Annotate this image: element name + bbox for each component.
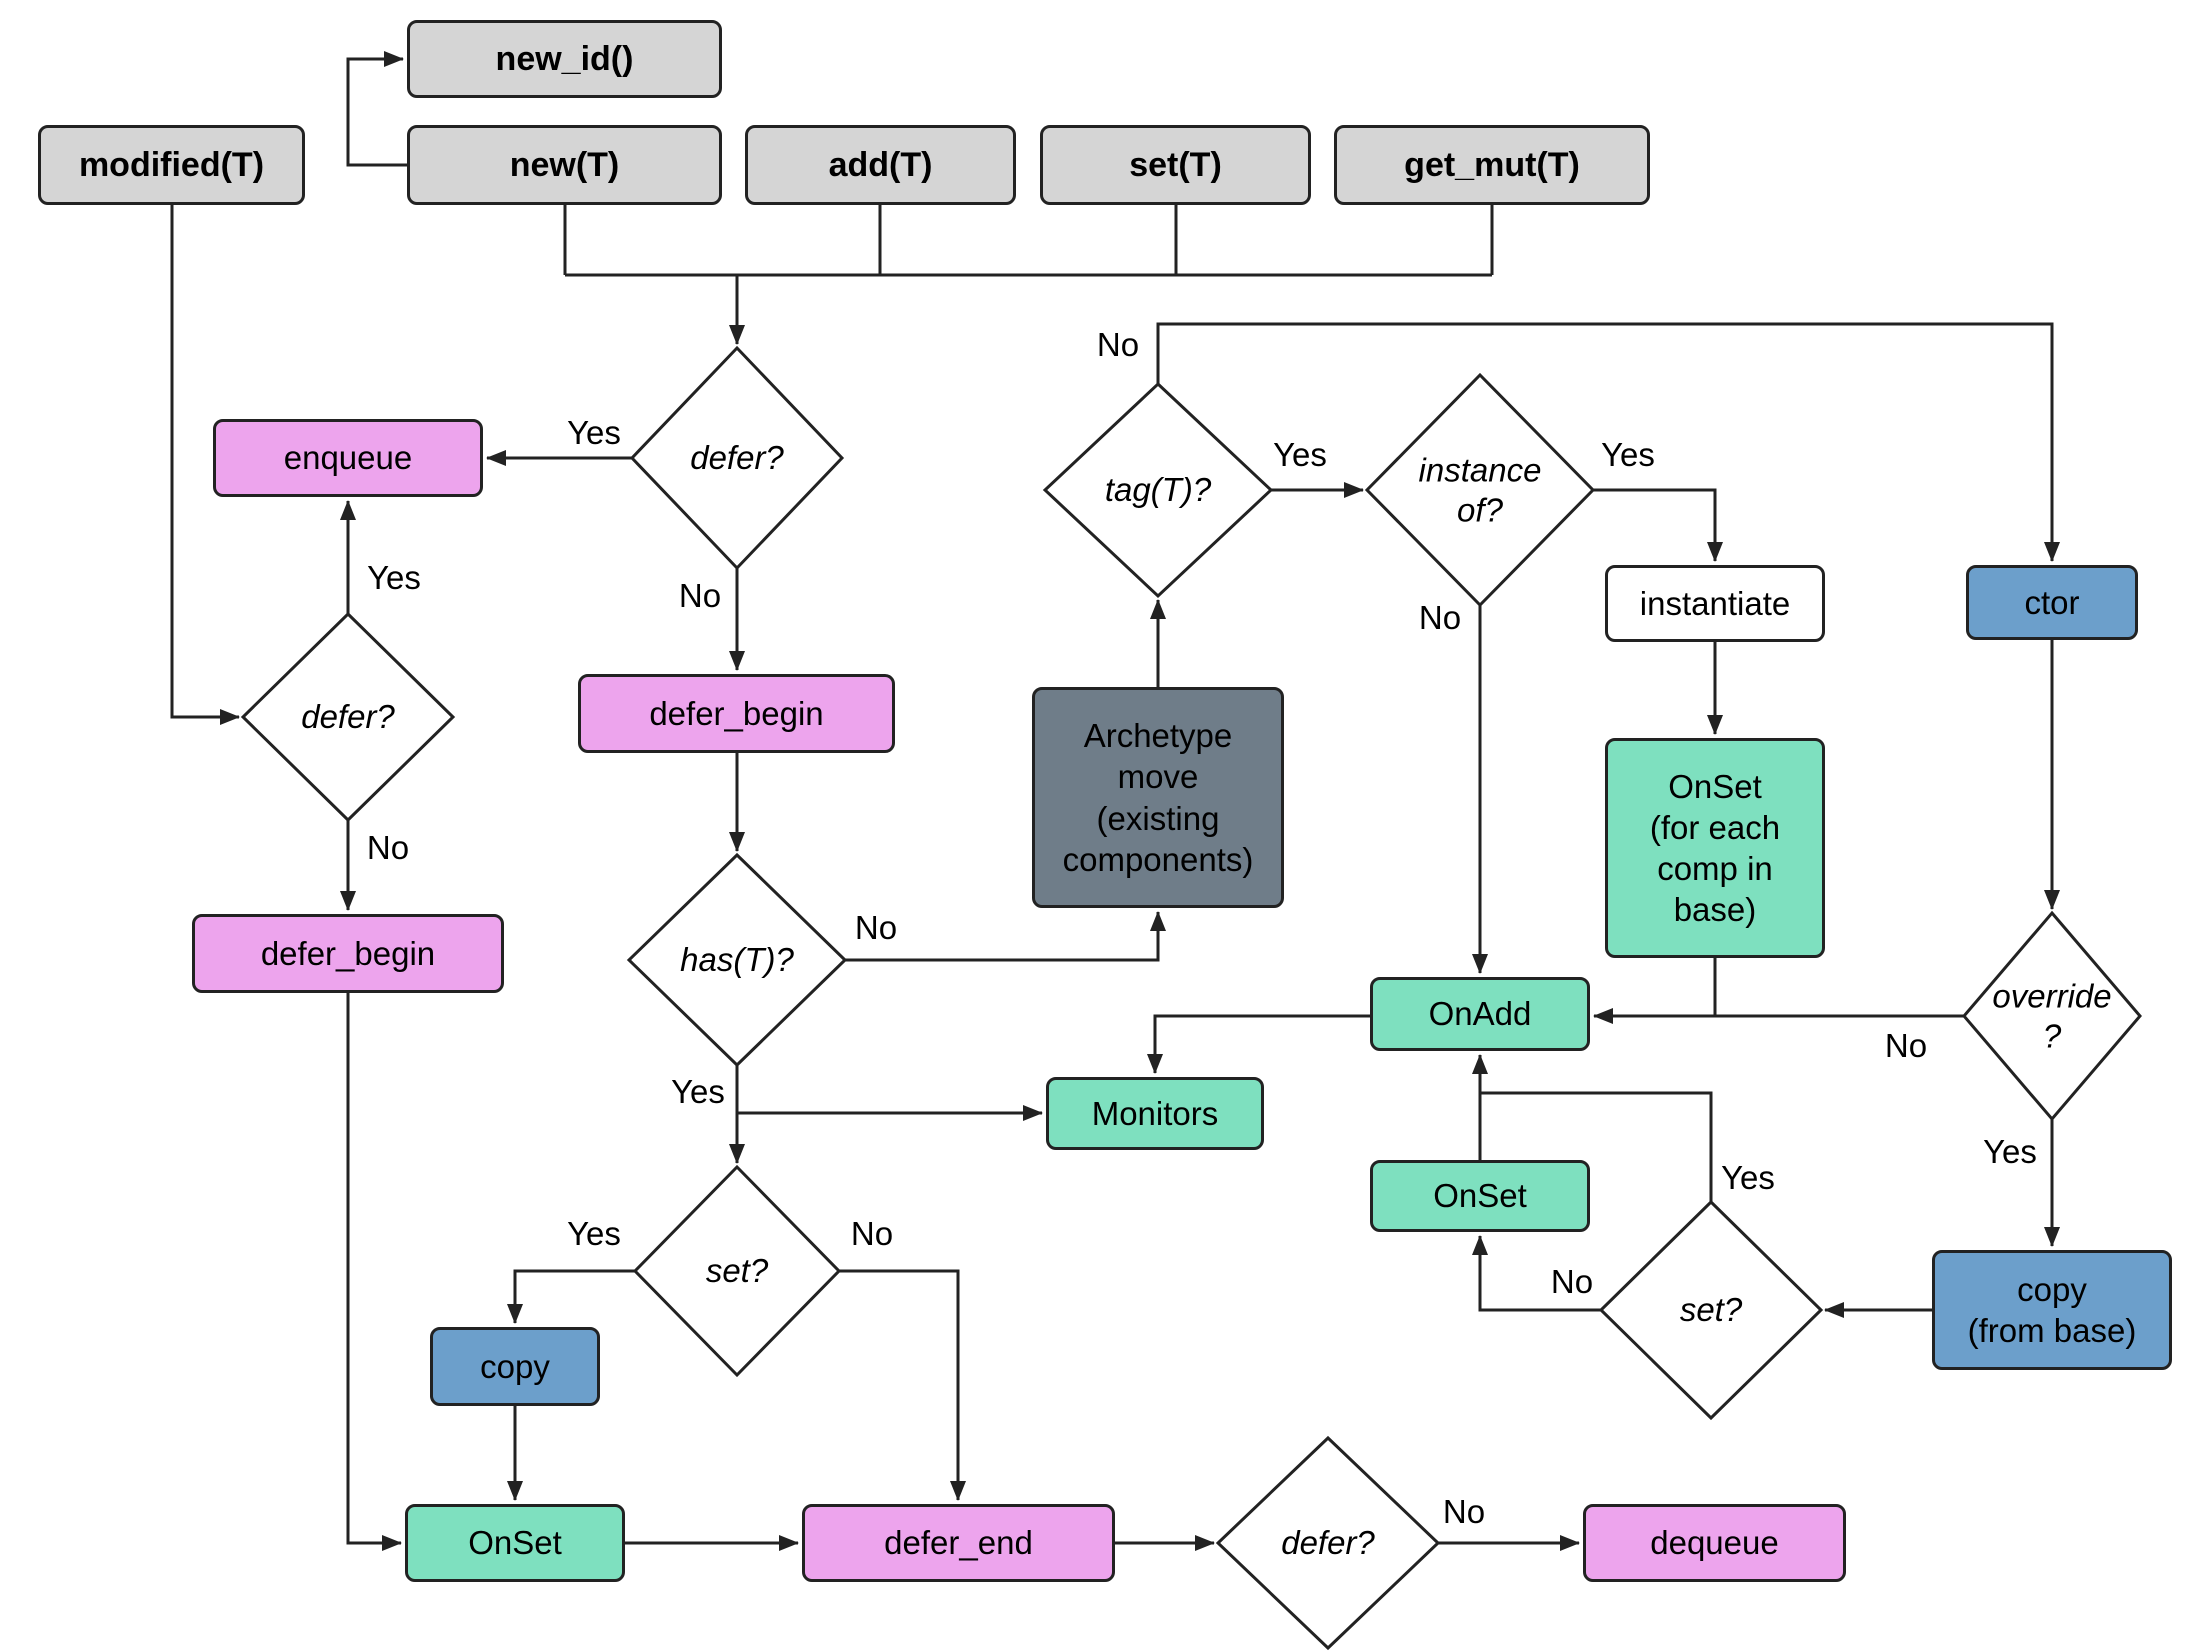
decision-override-label: override ? (1992, 977, 2112, 1054)
node-onset-for-each: OnSet (for each comp in base) (1605, 738, 1825, 958)
decision-override-shape (1962, 910, 2142, 1122)
node-archetype-move: Archetype move (existing components) (1032, 687, 1284, 908)
node-onadd: OnAdd (1370, 977, 1590, 1051)
decision-defer-top-shape (629, 345, 845, 571)
node-dequeue: dequeue (1583, 1504, 1846, 1582)
edge-label-instance-no: No (1418, 599, 1462, 636)
edge-label-set-bottom-no: No (850, 1215, 894, 1252)
decision-has-label: has(T)? (680, 941, 794, 979)
node-set: set(T) (1040, 125, 1311, 205)
decision-defer-bottom-label: defer? (1281, 1524, 1375, 1562)
node-copy-from-base: copy (from base) (1932, 1250, 2172, 1370)
decision-set-bottom-shape (632, 1164, 842, 1378)
decision-set-right-label: set? (1679, 1291, 1743, 1329)
edge-lines (170, 51, 2060, 1551)
edge-label-has-yes: Yes (671, 1073, 725, 1110)
node-instantiate: instantiate (1605, 565, 1825, 642)
node-enqueue: enqueue (213, 419, 483, 497)
node-add: add(T) (745, 125, 1016, 205)
edge-label-defer-top-yes: Yes (567, 414, 621, 451)
decision-tag-label: tag(T)? (1104, 471, 1212, 509)
node-onset-right: OnSet (1370, 1160, 1590, 1232)
decision-defer-top-label: defer? (690, 439, 784, 477)
edge-label-set-bottom-yes: Yes (567, 1215, 621, 1252)
edge-label-defer-bottom-no: No (1442, 1493, 1486, 1530)
node-defer-end: defer_end (802, 1504, 1115, 1582)
decision-shapes (240, 345, 2142, 1651)
decision-instance-of-label: instance of? (1418, 451, 1542, 528)
decision-defer-left-shape (240, 611, 456, 823)
decision-has-shape (626, 852, 848, 1068)
node-get-mut: get_mut(T) (1334, 125, 1650, 205)
edge-label-override-yes: Yes (1983, 1133, 2037, 1170)
node-monitors: Monitors (1046, 1077, 1264, 1150)
edge-label-defer-top-no: No (678, 577, 722, 614)
decision-set-right-shape (1598, 1199, 1824, 1421)
edge-label-tag-no: No (1096, 326, 1140, 363)
decision-tag-shape (1042, 381, 1274, 599)
edge-label-defer-left-yes: Yes (367, 559, 421, 596)
edge-label-override-no: No (1884, 1027, 1928, 1064)
decision-defer-left-label: defer? (301, 698, 395, 736)
node-defer-begin-left: defer_begin (192, 914, 504, 993)
node-defer-begin-center: defer_begin (578, 674, 895, 753)
decision-instance-of-shape (1364, 372, 1596, 608)
edge-label-instance-yes: Yes (1601, 436, 1655, 473)
node-copy: copy (430, 1327, 600, 1406)
edge-label-set-right-yes: Yes (1721, 1159, 1775, 1196)
edge-label-has-no: No (854, 909, 898, 946)
node-new: new(T) (407, 125, 722, 205)
decision-defer-bottom-shape (1215, 1435, 1441, 1651)
edge-label-set-right-no: No (1550, 1263, 1594, 1300)
edge-label-defer-left-no: No (366, 829, 410, 866)
node-ctor: ctor (1966, 565, 2138, 640)
node-modified: modified(T) (38, 125, 305, 205)
node-new-id: new_id() (407, 20, 722, 98)
node-onset-bottom: OnSet (405, 1504, 625, 1582)
edge-label-tag-yes: Yes (1273, 436, 1327, 473)
decision-set-bottom-label: set? (705, 1252, 769, 1290)
